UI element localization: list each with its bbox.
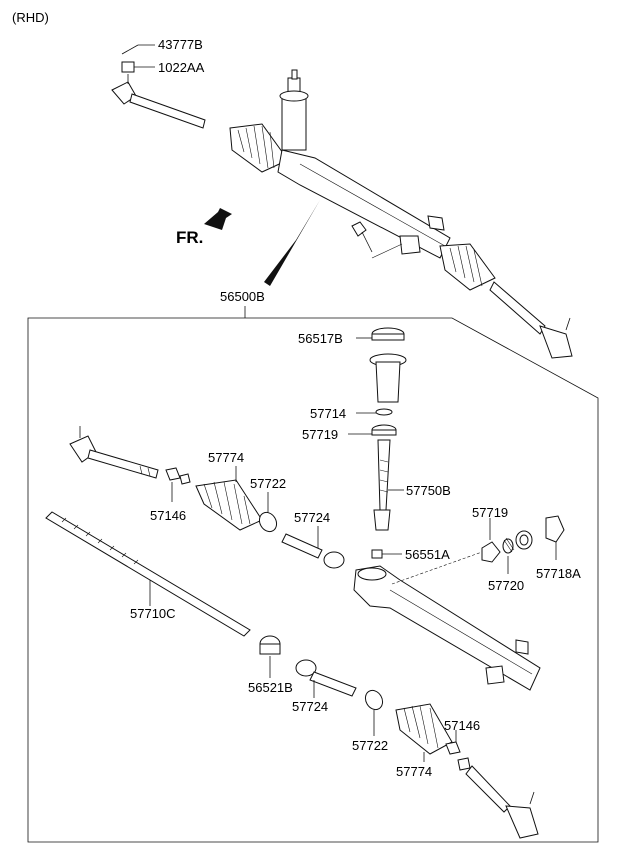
callout-57750B: 57750B [406, 483, 451, 498]
callout-57774-bottom: 57774 [396, 764, 432, 779]
callout-57710C: 57710C [130, 606, 176, 621]
exploded-parts [45, 327, 565, 839]
exploded-view-frame [27, 317, 599, 843]
callout-57722-bottom: 57722 [352, 738, 388, 753]
callout-57722-top: 57722 [250, 476, 286, 491]
assembled-rack-illustration [111, 44, 573, 359]
callout-56551A: 56551A [405, 547, 450, 562]
callout-57714: 57714 [310, 406, 346, 421]
callout-57720: 57720 [488, 578, 524, 593]
callout-57724-top: 57724 [294, 510, 330, 525]
pointer-wedge [264, 200, 320, 286]
callout-56500B: 56500B [220, 289, 265, 304]
callout-57146-bottom: 57146 [444, 718, 480, 733]
callout-1022AA: 1022AA [158, 60, 205, 75]
variant-label: (RHD) [12, 10, 49, 25]
front-arrow-icon [204, 208, 232, 230]
callout-57719-top: 57719 [302, 427, 338, 442]
callout-57719-right: 57719 [472, 505, 508, 520]
callout-57146-top: 57146 [150, 508, 186, 523]
callout-43777B: 43777B [158, 37, 203, 52]
front-direction-label: FR. [176, 228, 203, 247]
callout-56521B: 56521B [248, 680, 293, 695]
callout-57774-top: 57774 [208, 450, 244, 465]
callout-56517B: 56517B [298, 331, 343, 346]
callout-57724-bottom: 57724 [292, 699, 328, 714]
callout-57718A: 57718A [536, 566, 581, 581]
